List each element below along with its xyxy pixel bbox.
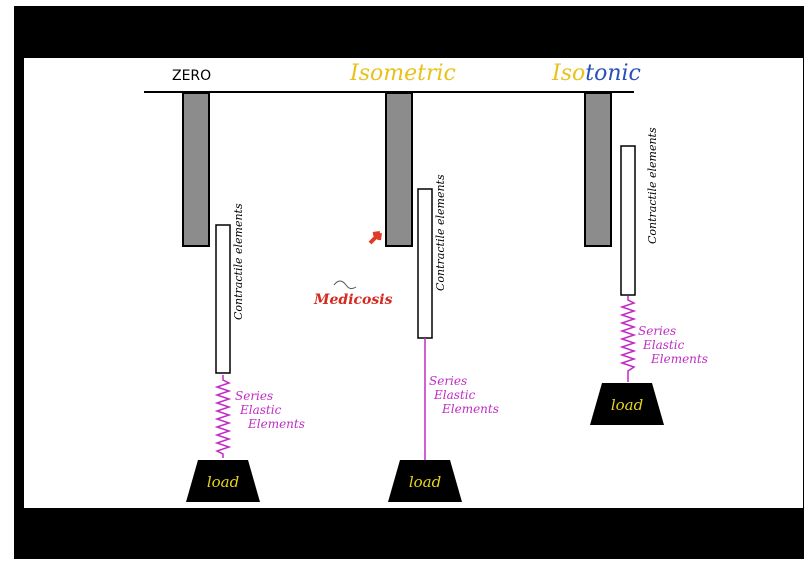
medicosis-watermark: Medicosis <box>313 292 393 308</box>
zero-contractile-element <box>215 224 231 374</box>
isometric-series-label-3: Elements <box>441 402 499 416</box>
isotonic-series-label-1: Series <box>638 324 676 338</box>
stethoscope-icon <box>333 280 357 290</box>
zero-series-label-2: Elastic <box>239 403 282 417</box>
zero-elastic-spring <box>214 375 232 458</box>
isometric-load-weight <box>388 460 462 502</box>
muscle-contraction-diagram: ZERO Isometric Isotonic Contractile elem… <box>144 61 708 502</box>
red-pointer-arrow <box>368 231 382 245</box>
heading-isometric: Isometric <box>349 61 456 86</box>
isometric-contractile-element <box>417 188 433 339</box>
isotonic-load-weight <box>590 383 664 425</box>
zero-series-label-1: Series <box>235 389 273 403</box>
diagram-canvas: ZERO Isometric Isotonic Contractile elem… <box>24 58 803 508</box>
isotonic-series-label-3: Elements <box>650 352 708 366</box>
zero-load-label: load <box>207 473 239 491</box>
zero-contractile-label: Contractile elements <box>232 203 245 320</box>
isotonic-gray-bar <box>584 92 612 247</box>
isotonic-series-label-2: Elastic <box>642 338 685 352</box>
zero-load-weight <box>186 460 260 502</box>
isotonic-elastic-spring <box>619 296 637 382</box>
isometric-contractile-label: Contractile elements <box>434 174 447 291</box>
heading-isotonic: Isotonic <box>551 61 641 86</box>
isometric-load-label: load <box>409 473 441 491</box>
heading-isotonic-suffix: tonic <box>585 61 641 86</box>
isotonic-contractile-element <box>620 145 636 296</box>
isometric-gray-bar <box>385 92 413 247</box>
zero-gray-bar <box>182 92 210 247</box>
isotonic-load-label: load <box>611 396 643 414</box>
zero-series-label-3: Elements <box>247 417 305 431</box>
medicosis-logo: Medicosis <box>313 280 393 308</box>
heading-zero: ZERO <box>172 68 211 84</box>
isometric-series-label-1: Series <box>429 374 467 388</box>
heading-isotonic-prefix: Iso <box>551 61 585 86</box>
isometric-series-label-2: Elastic <box>433 388 476 402</box>
isotonic-contractile-label: Contractile elements <box>646 127 659 244</box>
